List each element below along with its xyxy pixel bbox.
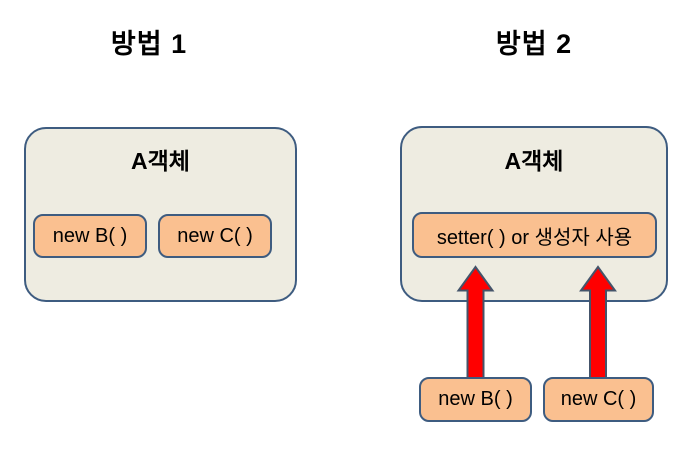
method1-object-label: A객체 bbox=[131, 148, 190, 174]
method1-new-b-box: new B( ) bbox=[33, 214, 147, 258]
method2-new-b-box: new B( ) bbox=[419, 377, 532, 422]
method2-new-c-box: new C( ) bbox=[543, 377, 654, 422]
method2-setter-box: setter( ) or 생성자 사용 bbox=[412, 212, 657, 258]
method2-object-label: A객체 bbox=[504, 148, 564, 174]
method1-new-c-box: new C( ) bbox=[158, 214, 272, 258]
method1-title: 방법 1 bbox=[110, 29, 188, 59]
method2-title: 방법 2 bbox=[495, 29, 573, 59]
